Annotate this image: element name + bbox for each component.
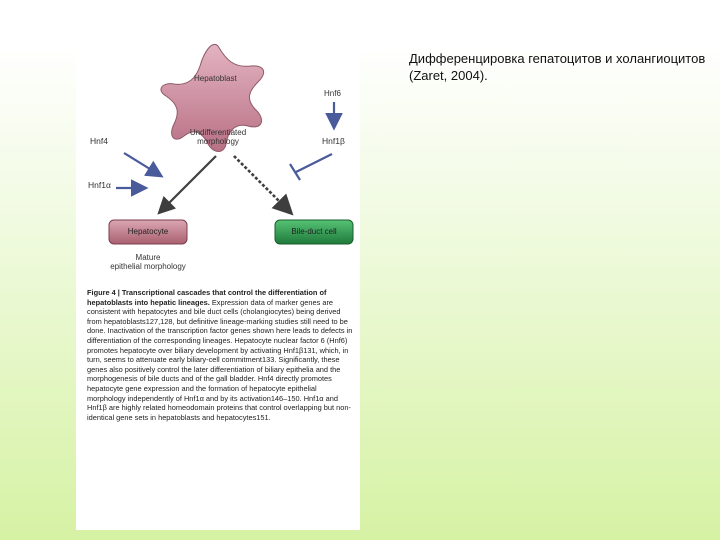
slide-text: Дифференцировка гепатоцитов и холангиоци…: [409, 50, 709, 84]
hepatocyte-path-arrow: [162, 156, 216, 210]
hnf1b-inhibition: [296, 154, 332, 172]
hnf1a-label: Hnf1α: [88, 181, 111, 190]
hnf4-label: Hnf4: [90, 137, 108, 146]
undifferentiated-morphology-label: morphology: [178, 138, 258, 146]
bile-duct-path-arrow: [234, 156, 288, 210]
caption-body: Expression data of marker genes are cons…: [87, 298, 352, 422]
hepatocyte-label: Hepatocyte: [109, 227, 187, 236]
hnf4-arrow: [124, 153, 158, 174]
hnf6-label: Hnf6: [324, 90, 341, 98]
epithelial-morphology-label: epithelial morphology: [96, 263, 200, 271]
hepatoblast-label: Hepatoblast: [194, 75, 237, 83]
inhibition-bar: [290, 164, 300, 180]
diagram-graphic: [76, 38, 360, 530]
hnf1b-label: Hnf1β: [322, 137, 345, 146]
figure-caption: Figure 4 | Transcriptional cascades that…: [87, 288, 353, 422]
bile-duct-cell-label: Bile-duct cell: [275, 227, 353, 236]
figure-panel: Hepatoblast Hnf6 Undifferentiated morpho…: [76, 38, 360, 530]
